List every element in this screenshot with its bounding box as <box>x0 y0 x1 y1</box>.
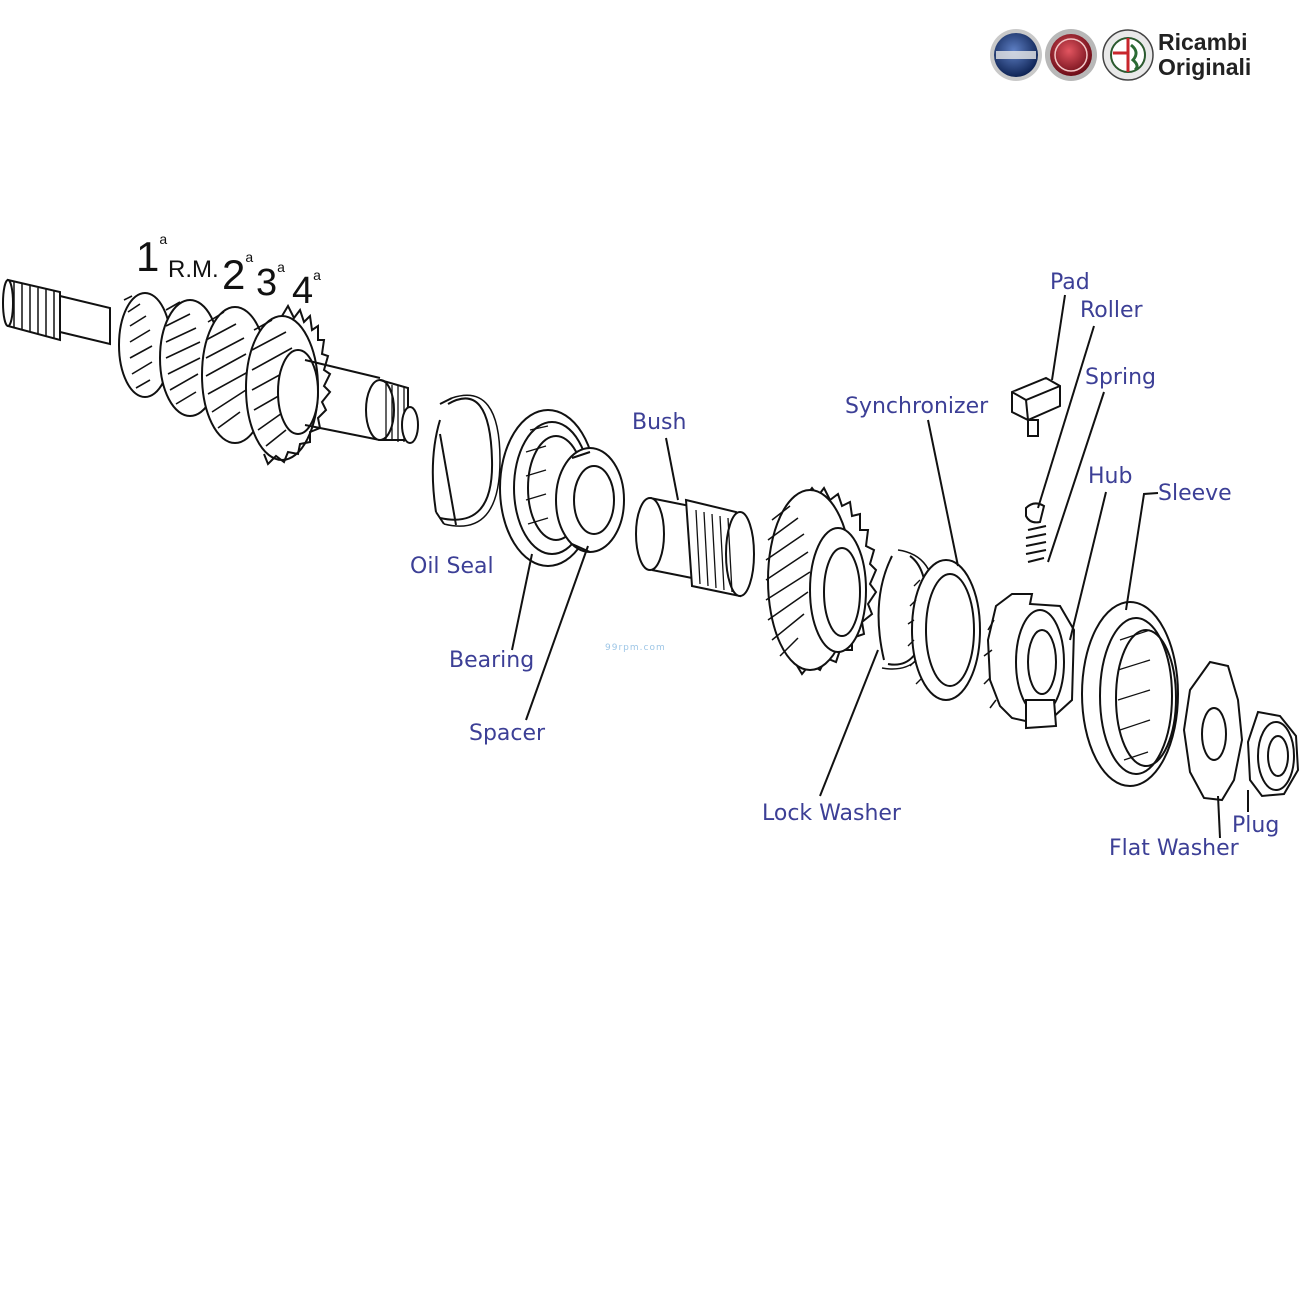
gear-fourth-sup: a <box>313 267 321 283</box>
gear-third-sup: a <box>277 259 285 275</box>
gear-label-first: 1a <box>136 232 167 280</box>
hub-part <box>983 593 1076 730</box>
lancia-logo <box>990 29 1042 81</box>
label-oil-seal: Oil Seal <box>410 554 494 579</box>
gear-third-number: 3 <box>256 262 278 304</box>
gear-label-third: 3a <box>256 260 285 304</box>
gear-label-reverse: R.M. <box>168 256 219 283</box>
gear-second-sup: a <box>245 249 254 265</box>
label-hub: Hub <box>1088 464 1133 489</box>
label-bush: Bush <box>632 410 687 435</box>
synchronizer-part <box>907 559 981 701</box>
plug-part <box>1246 710 1300 798</box>
label-bearing: Bearing <box>449 648 535 673</box>
sleeve-part <box>1081 601 1179 787</box>
main-shaft <box>2 278 419 466</box>
spring-part <box>1025 525 1047 563</box>
brand-line-2: Originali <box>1158 54 1252 80</box>
flat-washer-part <box>1182 660 1244 802</box>
label-plug: Plug <box>1232 813 1280 838</box>
gear-first-number: 1 <box>136 233 160 280</box>
label-lock-washer: Lock Washer <box>762 801 901 826</box>
label-spring: Spring <box>1085 365 1156 390</box>
bearing-part <box>499 409 625 567</box>
brand-wordmark: Ricambi Originali <box>1158 30 1251 80</box>
label-pad: Pad <box>1050 270 1090 295</box>
gear-first-sup: a <box>159 231 168 247</box>
brand-line-1: Ricambi <box>1158 29 1248 55</box>
roller-part <box>1025 502 1046 524</box>
bush-part <box>635 497 755 598</box>
label-roller: Roller <box>1080 298 1143 323</box>
label-flat-washer: Flat Washer <box>1109 836 1239 861</box>
oil-seal-part <box>431 394 501 527</box>
gear-fourth-number: 4 <box>292 270 314 312</box>
gear-second-number: 2 <box>222 251 246 298</box>
gear-label-fourth: 4a <box>292 268 321 312</box>
gear-label-second: 2a <box>222 250 253 298</box>
helical-gear-part <box>765 486 878 676</box>
pad-part <box>1011 376 1061 437</box>
alfa-romeo-logo <box>1102 29 1154 81</box>
leader-lines <box>439 294 1249 839</box>
label-synchronizer: Synchronizer <box>845 394 989 419</box>
label-spacer: Spacer <box>469 721 546 746</box>
watermark-text: 99rpm.com <box>605 643 666 653</box>
label-sleeve: Sleeve <box>1158 481 1232 506</box>
fiat-logo <box>1045 29 1097 81</box>
